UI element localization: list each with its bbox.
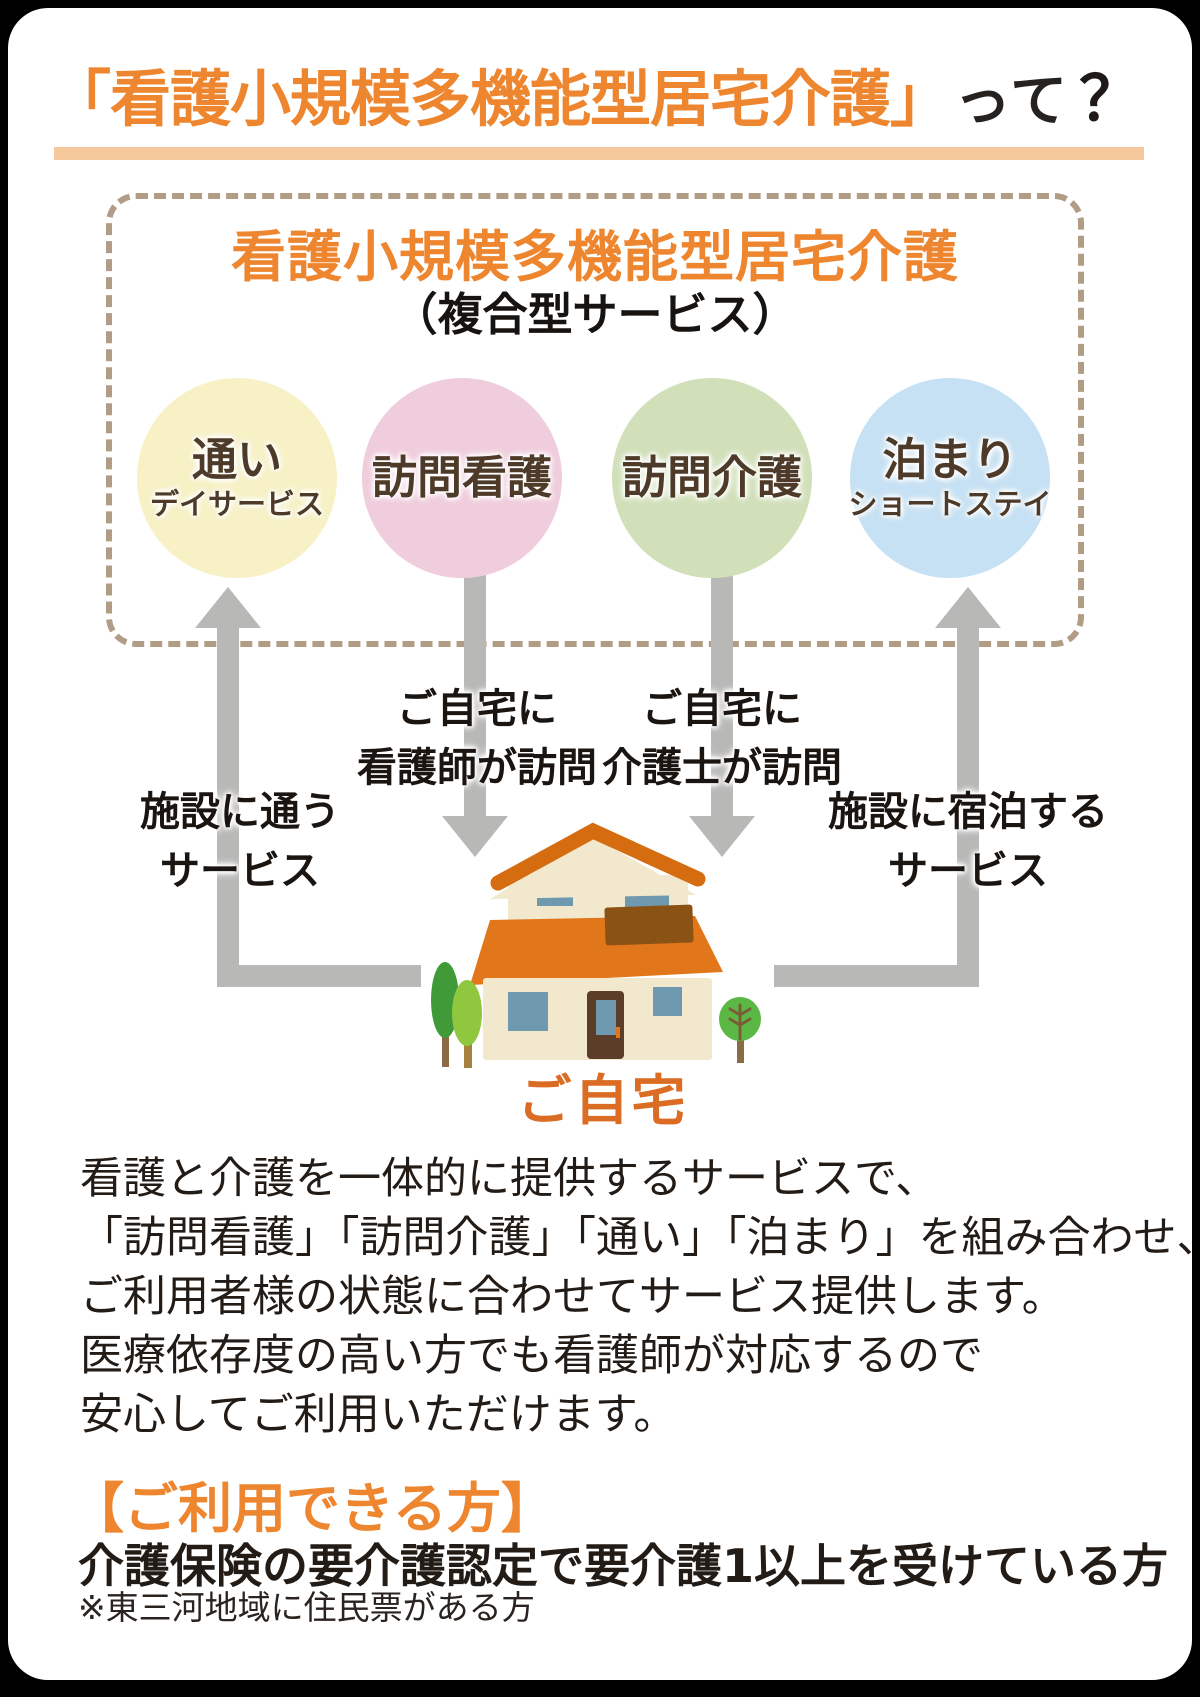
- label-stay-line1: 施設に宿泊する: [828, 789, 1108, 835]
- title-underline: [54, 147, 1144, 160]
- circle-houmon-kango: 訪問看護: [362, 378, 562, 578]
- home-label: ご自宅: [517, 1069, 689, 1132]
- label-care-visit: ご自宅に 介護士が訪問: [602, 680, 842, 798]
- circle-kayoi-label: 通い: [191, 433, 282, 486]
- house-window-right: [653, 987, 682, 1016]
- description-line: 「訪問看護」「訪問介護」「通い」「泊まり」を組み合わせ、: [80, 1213, 1200, 1263]
- page-title-quoted: 「看護小規模多機能型居宅介護」: [50, 64, 951, 135]
- page-title-suffix: って: [954, 68, 1070, 134]
- arrow-up-left-shaft: [217, 626, 239, 987]
- label-commute-line2: サービス: [160, 848, 320, 894]
- arrow-up-right-head: [935, 587, 1001, 628]
- circle-kayoi: 通い デイサービス: [137, 378, 337, 578]
- eligibility-heading: 【ご利用できる方】: [70, 1477, 555, 1540]
- eligibility-requirement: 介護保険の要介護認定で要介護1以上を受けている方: [78, 1539, 1169, 1593]
- circle-kayoi-sublabel: デイサービス: [149, 487, 324, 521]
- tree-trunk-right: [737, 1037, 744, 1063]
- house-balcony: [604, 904, 694, 946]
- label-commute-service: 施設に通う サービス: [140, 783, 340, 901]
- question-mark: ？: [1079, 62, 1142, 135]
- arrow-down-care-head: [689, 816, 755, 857]
- circle-tomari-label: 泊まり: [882, 433, 1018, 486]
- label-care-visit-line1: ご自宅に: [642, 686, 802, 732]
- circle-houmon-kaigo: 訪問介護: [612, 378, 812, 578]
- tree-left-dark: [431, 962, 459, 1038]
- label-nurse-visit-line2: 看護師が訪問: [357, 745, 597, 791]
- label-stay-line2: サービス: [888, 848, 1048, 894]
- label-nurse-visit: ご自宅に 看護師が訪問: [357, 680, 597, 798]
- arrow-up-left-head: [195, 587, 261, 628]
- description-line: 看護と介護を一体的に提供するサービスで、: [80, 1154, 939, 1204]
- house-gable-roof: [490, 822, 706, 891]
- tree-trunk-left-1: [442, 1025, 449, 1067]
- label-care-visit-line2: 介護士が訪問: [602, 745, 842, 791]
- service-box-subtitle: （複合型サービス）: [392, 288, 798, 341]
- house-upper-window-right: [625, 892, 669, 910]
- arrow-up-left-elbow: [217, 965, 421, 987]
- label-nurse-visit-line1: ご自宅に: [397, 686, 557, 732]
- house-icon: [431, 822, 761, 1068]
- house-window-left: [508, 992, 548, 1031]
- house-door-window: [596, 1000, 616, 1035]
- label-commute-line1: 施設に通う: [140, 789, 340, 835]
- tree-trunk-left-2: [464, 1037, 472, 1068]
- description-line: 安心してご利用いただけます。: [80, 1390, 677, 1440]
- circle-houmon-kaigo-label: 訪問介護: [621, 451, 802, 504]
- description-line: 医療依存度の高い方でも看護師が対応するので: [80, 1331, 983, 1381]
- page-title: 「看護小規模多機能型居宅介護」 って ？: [50, 48, 1170, 135]
- arrow-up-right-shaft: [957, 626, 979, 987]
- arrow-down-nurse-head: [442, 816, 508, 857]
- eligibility-note: ※東三河地域に住民票がある方: [78, 1588, 535, 1627]
- service-box-title: 看護小規模多機能型居宅介護: [230, 225, 959, 289]
- description-line: ご利用者様の状態に合わせてサービス提供します。: [80, 1272, 1065, 1322]
- circle-tomari-sublabel: ショートステイ: [848, 487, 1052, 521]
- house-door-knob: [616, 1027, 620, 1038]
- service-dashed-box: [106, 193, 1084, 647]
- tree-left-light: [452, 980, 482, 1046]
- house-gable-face: [490, 837, 696, 899]
- description-paragraph: 看護と介護を一体的に提供するサービスで、 「訪問看護」「訪問介護」「通い」「泊ま…: [80, 1150, 1200, 1445]
- arrow-down-nurse-shaft: [464, 555, 486, 817]
- arrow-down-care-shaft: [711, 555, 733, 817]
- label-stay-service: 施設に宿泊する サービス: [828, 783, 1108, 901]
- arrow-up-right-elbow: [774, 965, 979, 987]
- circle-tomari: 泊まり ショートステイ: [848, 378, 1052, 578]
- tree-right-branches: [728, 1003, 752, 1041]
- circle-houmon-kango-label: 訪問看護: [371, 451, 552, 504]
